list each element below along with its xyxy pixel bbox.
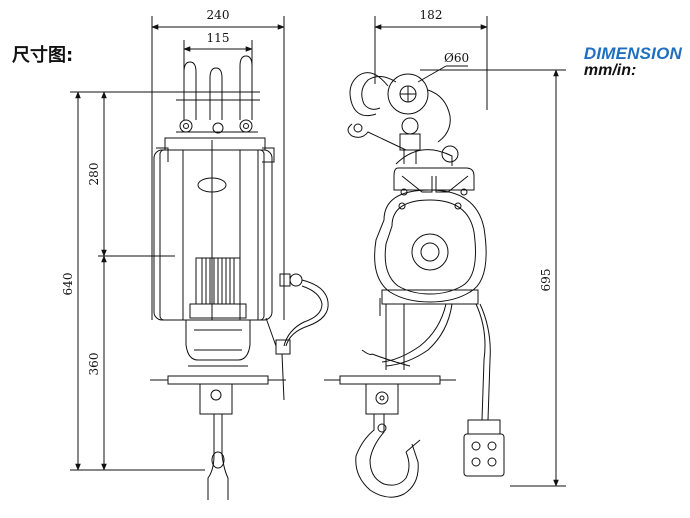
front-height-lower-label: 360: [87, 353, 101, 376]
title-en-block: DIMENSION mm/in:: [584, 44, 682, 80]
side-hoist-body: [324, 72, 505, 498]
front-height-total-dim: [70, 91, 205, 471]
side-width-total-label: 182: [420, 8, 443, 22]
hook-diameter-leader: [417, 65, 468, 83]
front-width-hooks-dim: [183, 40, 253, 100]
front-hoist-body: [150, 55, 329, 500]
front-height-split-dim: [98, 91, 175, 471]
front-width-total-dim: [151, 16, 285, 320]
side-height-total-dim: [420, 69, 566, 487]
units-label: mm/in:: [583, 62, 637, 79]
hook-diameter-label: Ø60: [444, 51, 469, 65]
front-height-upper-label: 280: [87, 163, 101, 186]
front-width-hooks-label: 115: [207, 31, 230, 45]
side-width-total-dim: [374, 16, 488, 110]
title-en: DIMENSION: [583, 44, 682, 63]
title-cn: 尺寸图:: [12, 45, 74, 66]
front-width-total-label: 240: [207, 8, 230, 22]
front-height-total-label: 640: [61, 273, 75, 296]
side-height-total-label: 695: [539, 269, 553, 292]
